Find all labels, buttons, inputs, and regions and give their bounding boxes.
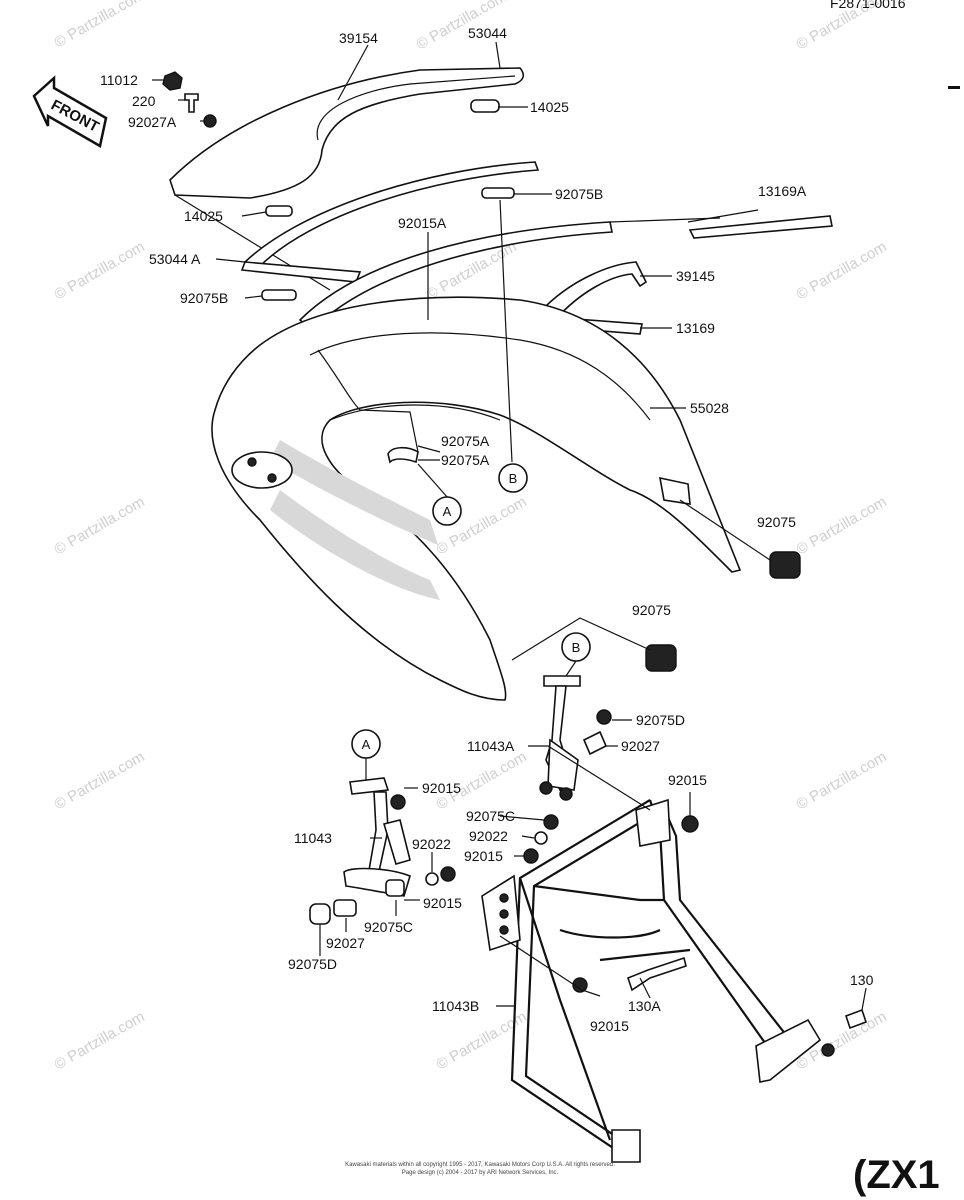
edge-mark: [948, 86, 960, 89]
part-label: 130A: [628, 998, 661, 1014]
part-label: 55028: [690, 400, 729, 416]
stay-11043A: B: [523, 632, 612, 864]
callout-a-label: A: [362, 737, 371, 752]
part-label: 92015A: [398, 215, 447, 231]
part-label: 92075B: [555, 186, 603, 202]
part-label: 53044: [468, 25, 507, 41]
part-label: 92015: [590, 1018, 629, 1034]
leader-lines-lower: [319, 719, 867, 1011]
fasteners-top: [162, 71, 500, 217]
part-label: 11043B: [432, 998, 479, 1014]
part-label: 92027: [621, 738, 660, 754]
part-label: 11043A: [467, 738, 515, 754]
leader-lines-upper: [152, 41, 771, 661]
part-label: 92027A: [128, 114, 177, 130]
part-label: 92015: [464, 848, 503, 864]
part-label: 92075A: [441, 452, 490, 468]
part-label: 92075: [632, 602, 671, 618]
footer-design-credit: Page design (c) 2004 - 2017 by ARI Netwo…: [402, 1170, 559, 1176]
part-labels: 39154 53044 11012 220 92027A 14025 14025…: [100, 25, 874, 1034]
part-label: 92022: [412, 836, 451, 852]
part-label: 39154: [339, 30, 378, 46]
cable-a-part: [317, 349, 419, 464]
watermark: © Partzilla.com: [794, 493, 890, 558]
part-label: 53044 A: [149, 251, 201, 267]
part-label: 92015: [668, 772, 707, 788]
part-label: 11043: [294, 830, 332, 846]
part-label: 220: [132, 93, 156, 109]
part-label: 92075C: [466, 808, 515, 824]
watermark: © Partzilla.com: [52, 493, 148, 558]
part-label: 13169A: [758, 183, 807, 199]
callout-b-label: B: [572, 640, 581, 655]
grommets: [645, 551, 801, 672]
part-label: 130: [850, 972, 874, 988]
part-label: 92015: [423, 895, 462, 911]
part-label: 11012: [100, 72, 138, 88]
stay-11043: A: [309, 729, 456, 925]
part-label: 14025: [530, 99, 569, 115]
part-label: 92075A: [441, 433, 490, 449]
part-label: 92015: [422, 780, 461, 796]
watermark: © Partzilla.com: [52, 238, 148, 303]
part-label: 92075B: [180, 290, 228, 306]
watermark: © Partzilla.com: [52, 748, 148, 813]
footer-copyright: Kawasaki materials within all copyright …: [345, 1162, 615, 1168]
callout-a-label: A: [443, 504, 452, 519]
tubular-frame-part: [481, 798, 868, 1163]
callout-b-upper: B: [498, 463, 528, 493]
part-label: 39145: [676, 268, 715, 284]
callout-b-label: B: [509, 471, 518, 486]
tail-cover-part: [211, 296, 742, 701]
part-label: 92075: [757, 514, 796, 530]
watermark: © Partzilla.com: [52, 1008, 148, 1073]
watermark: © Partzilla.com: [794, 238, 890, 303]
diagram-code: F2871-0016: [830, 0, 906, 11]
part-label: 92075D: [636, 712, 685, 728]
part-label: 13169: [676, 320, 715, 336]
watermark: © Partzilla.com: [794, 748, 890, 813]
watermark: © Partzilla.com: [52, 0, 148, 51]
part-label: 92075D: [288, 956, 337, 972]
watermark-layer: © Partzilla.com © Partzilla.com © Partzi…: [52, 0, 890, 1073]
front-arrow-icon: FRONT: [32, 75, 108, 148]
callout-a-upper: A: [432, 496, 462, 526]
part-label: 14025: [184, 208, 223, 224]
part-label: 92027: [326, 935, 365, 951]
model-tag: (ZX1: [853, 1153, 940, 1197]
part-label: 92075C: [364, 919, 413, 935]
part-label: 92022: [469, 828, 508, 844]
